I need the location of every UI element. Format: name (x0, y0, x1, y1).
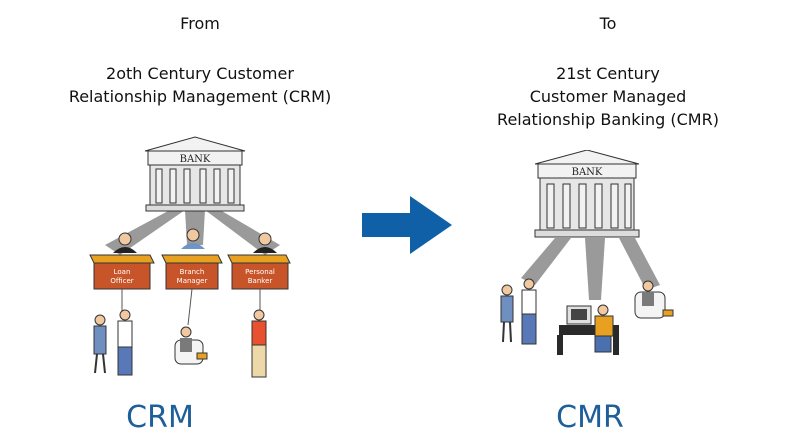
personal-banker-label-2: Banker (248, 277, 273, 285)
loan-officer-desk: Loan Officer (89, 254, 155, 290)
branch-manager-desk: Branch Manager (161, 254, 223, 290)
to-heading: To (599, 14, 617, 33)
crm-subtitle-line-2: Relationship Management (CRM) (68, 87, 332, 106)
cmr-illustration: BANK (500, 150, 674, 355)
cmr-caption: CMR (556, 400, 624, 435)
customer-figures (500, 278, 674, 355)
loan-officer-label-1: Loan (114, 268, 131, 276)
crm-subtitle: 2oth Century Customer Relationship Manag… (40, 62, 360, 108)
branch-manager-label-1: Branch (180, 268, 205, 276)
cmr-bank-sign: BANK (572, 167, 603, 178)
cmr-subtitle-line-1: 21st Century (556, 64, 660, 83)
branch-manager-label-2: Manager (177, 277, 208, 285)
cmr-subtitle-line-2: Customer Managed (529, 87, 687, 106)
personal-banker-label-1: Personal (245, 268, 275, 276)
right-arrow-icon (362, 196, 452, 254)
cmr-beams (521, 238, 660, 300)
bank-building-icon: BANK (534, 150, 640, 238)
customer-figures (93, 309, 267, 378)
desk-lines (121, 288, 261, 326)
crm-illustration: BANK Loan Officer Branch Manager Per (89, 136, 291, 378)
crm-caption: CRM (126, 400, 194, 435)
from-heading: From (180, 14, 220, 33)
personal-banker-desk: Personal Banker (227, 254, 291, 290)
banker-figures (113, 228, 277, 253)
loan-officer-label-2: Officer (110, 277, 133, 285)
crm-subtitle-line-1: 2oth Century Customer (106, 64, 294, 83)
cmr-subtitle: 21st Century Customer Managed Relationsh… (448, 62, 768, 131)
crm-bank-sign: BANK (180, 154, 211, 165)
cmr-subtitle-line-3: Relationship Banking (CMR) (497, 110, 719, 129)
bank-building-icon: BANK (144, 136, 246, 212)
